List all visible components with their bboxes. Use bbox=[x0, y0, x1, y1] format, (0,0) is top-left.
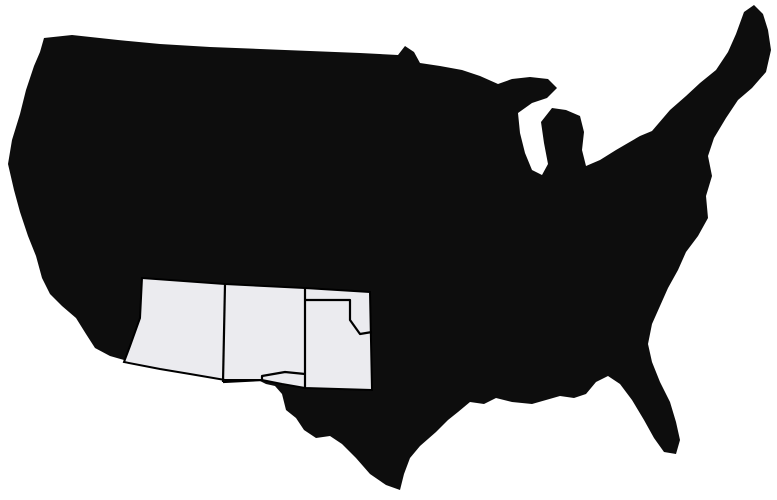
united-states-landmass bbox=[8, 5, 771, 490]
state-border-ok-tx bbox=[305, 298, 373, 336]
state-border-nm-south bbox=[222, 370, 306, 384]
highlighted-region bbox=[122, 276, 374, 392]
state-border-az-nm bbox=[221, 283, 227, 383]
